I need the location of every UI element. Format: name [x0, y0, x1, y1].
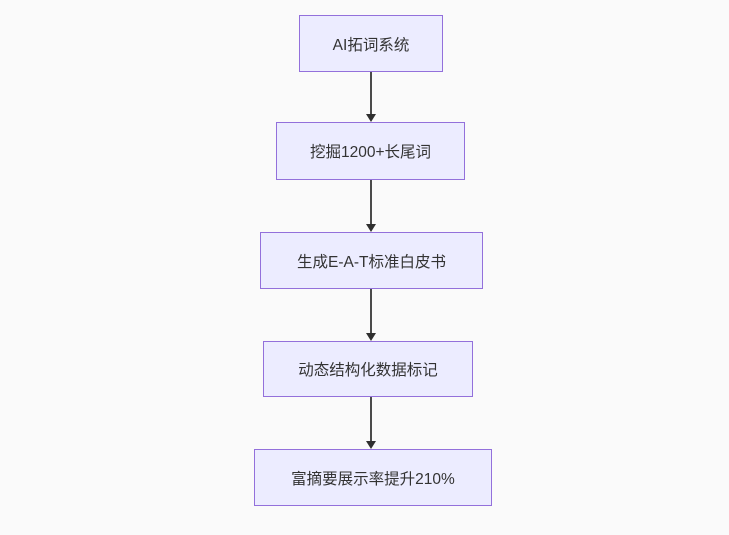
- node-rich-snippet-rate-increase: 富摘要展示率提升210%: [254, 449, 492, 506]
- node-eat-standard-whitepaper: 生成E-A-T标准白皮书: [260, 232, 483, 289]
- flow-arrow-d-to-e: [365, 397, 377, 449]
- flow-arrow-a-to-b: [365, 72, 377, 122]
- flow-arrow-b-to-c: [365, 180, 377, 232]
- arrow-head-down-icon: [366, 224, 376, 232]
- arrow-line: [370, 397, 372, 441]
- arrow-line: [370, 72, 372, 114]
- arrow-line: [370, 289, 372, 333]
- node-ai-word-expansion-system: AI拓词系统: [299, 15, 443, 72]
- arrow-line: [370, 180, 372, 224]
- flow-arrow-c-to-d: [365, 289, 377, 341]
- node-label: 生成E-A-T标准白皮书: [297, 253, 446, 271]
- arrow-head-down-icon: [366, 114, 376, 122]
- node-label: 富摘要展示率提升210%: [291, 470, 455, 488]
- node-dynamic-structured-data-markup: 动态结构化数据标记: [263, 341, 473, 397]
- arrow-head-down-icon: [366, 441, 376, 449]
- arrow-head-down-icon: [366, 333, 376, 341]
- node-label: AI拓词系统: [332, 36, 410, 54]
- node-longtail-keyword-mining: 挖掘1200+长尾词: [276, 122, 465, 180]
- node-label: 动态结构化数据标记: [298, 362, 438, 379]
- node-label: 挖掘1200+长尾词: [309, 144, 432, 161]
